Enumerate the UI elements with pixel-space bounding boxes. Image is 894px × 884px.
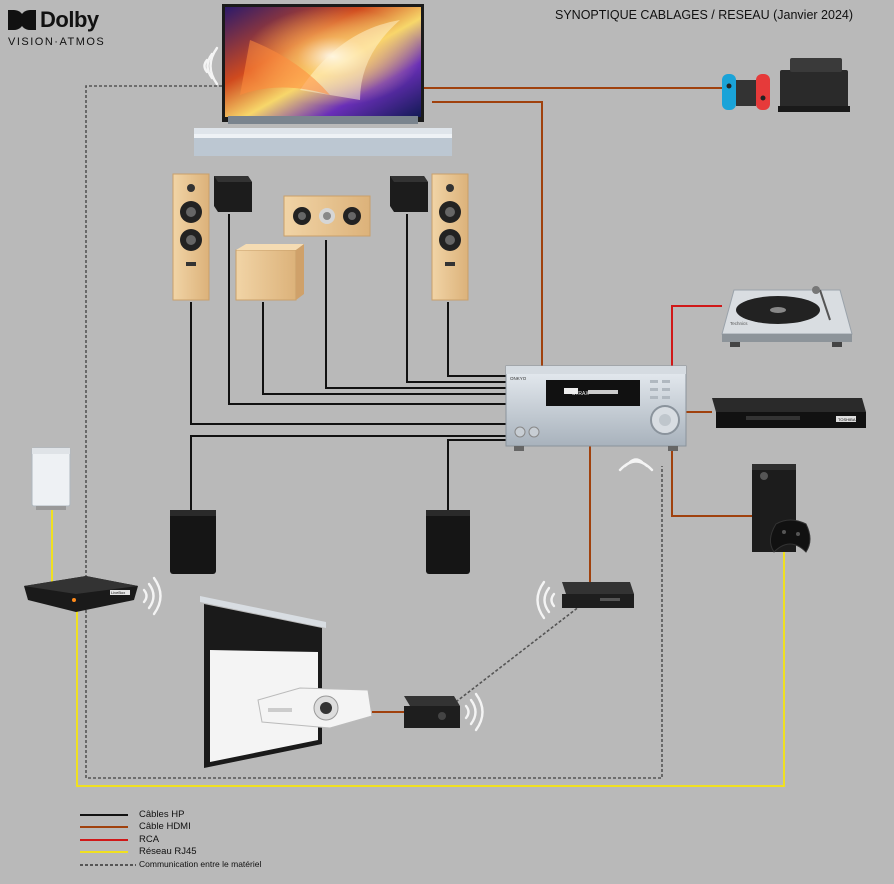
diagram-title: SYNOPTIQUE CABLAGES / RESEAU (Janvier 20…: [555, 8, 854, 22]
hdmi-wireless-transmitter: [562, 582, 634, 608]
transmitter-wifi-icon: [536, 580, 556, 620]
wireless-link-projector-receiver: [447, 605, 581, 709]
legend-label-rca: RCA: [139, 834, 160, 845]
receiver-wifi-icon: [618, 458, 654, 472]
speaker-cable-front-right: [447, 302, 506, 377]
projector-receiver-wifi-icon: [464, 692, 484, 732]
speaker-cable-sub-right: [406, 214, 506, 383]
rj45-cable-router-xbox: [76, 552, 785, 787]
nintendo-switch: [722, 58, 850, 112]
receiver-display-text: STRAX: [572, 391, 589, 397]
router-wifi-icon: [142, 576, 162, 616]
speaker-cable-surround-left: [190, 435, 506, 510]
router-box: [24, 576, 138, 612]
subwoofer: [235, 244, 304, 301]
speaker-front-right: [431, 173, 469, 301]
legend-label-hdmi: Câble HDMI: [139, 821, 191, 832]
video-projector: [257, 687, 373, 729]
speaker-height-right: [390, 176, 428, 212]
hdmi-cable-receiver-xbox: [671, 450, 752, 517]
receiver-brand: ONKYO: [510, 376, 527, 381]
speaker-cable-surround-right: [447, 439, 506, 510]
speaker-surround-left: [170, 510, 216, 574]
speaker-cable-subwoofer: [262, 302, 506, 395]
bluray-player: [712, 398, 866, 428]
nas-device: [31, 447, 71, 510]
speaker-front-left: [172, 173, 210, 301]
speaker-surround-right: [426, 510, 470, 574]
dolby-double-d-icon: [8, 10, 36, 30]
rca-cable-turntable: [671, 305, 722, 366]
xbox-console: [752, 464, 811, 553]
turntable: [721, 286, 853, 347]
speaker-height-left: [214, 176, 252, 212]
legend: [80, 814, 136, 866]
legend-label-rj45: Réseau RJ45: [139, 846, 197, 857]
turntable-brand: Technics: [730, 321, 748, 326]
router-brand: LiveBox: [111, 590, 125, 595]
speaker-center: [283, 195, 371, 237]
tv: [194, 4, 452, 156]
logo-brand: Dolby: [40, 7, 99, 32]
bluray-brand: TOSHIBA: [838, 417, 856, 422]
legend-label-communication: Communication entre le matériel: [139, 859, 262, 869]
speaker-cable-front-left: [190, 302, 506, 425]
hdmi-cable-tv-receiver: [432, 101, 543, 368]
speaker-cable-sub-left: [228, 214, 506, 405]
speaker-cable-center: [325, 240, 506, 389]
hdmi-wireless-receiver: [404, 696, 460, 728]
logo-subtitle: VISION·ATMOS: [8, 36, 106, 48]
projection-screen: [200, 596, 326, 768]
wireless-link-loop: [85, 85, 663, 779]
av-receiver: [505, 365, 687, 451]
dolby-logo: Dolby VISION·ATMOS: [8, 7, 104, 48]
cables: [51, 85, 785, 787]
tv-wifi-icon: [203, 46, 219, 86]
legend-label-speaker: Câbles HP: [139, 809, 185, 820]
